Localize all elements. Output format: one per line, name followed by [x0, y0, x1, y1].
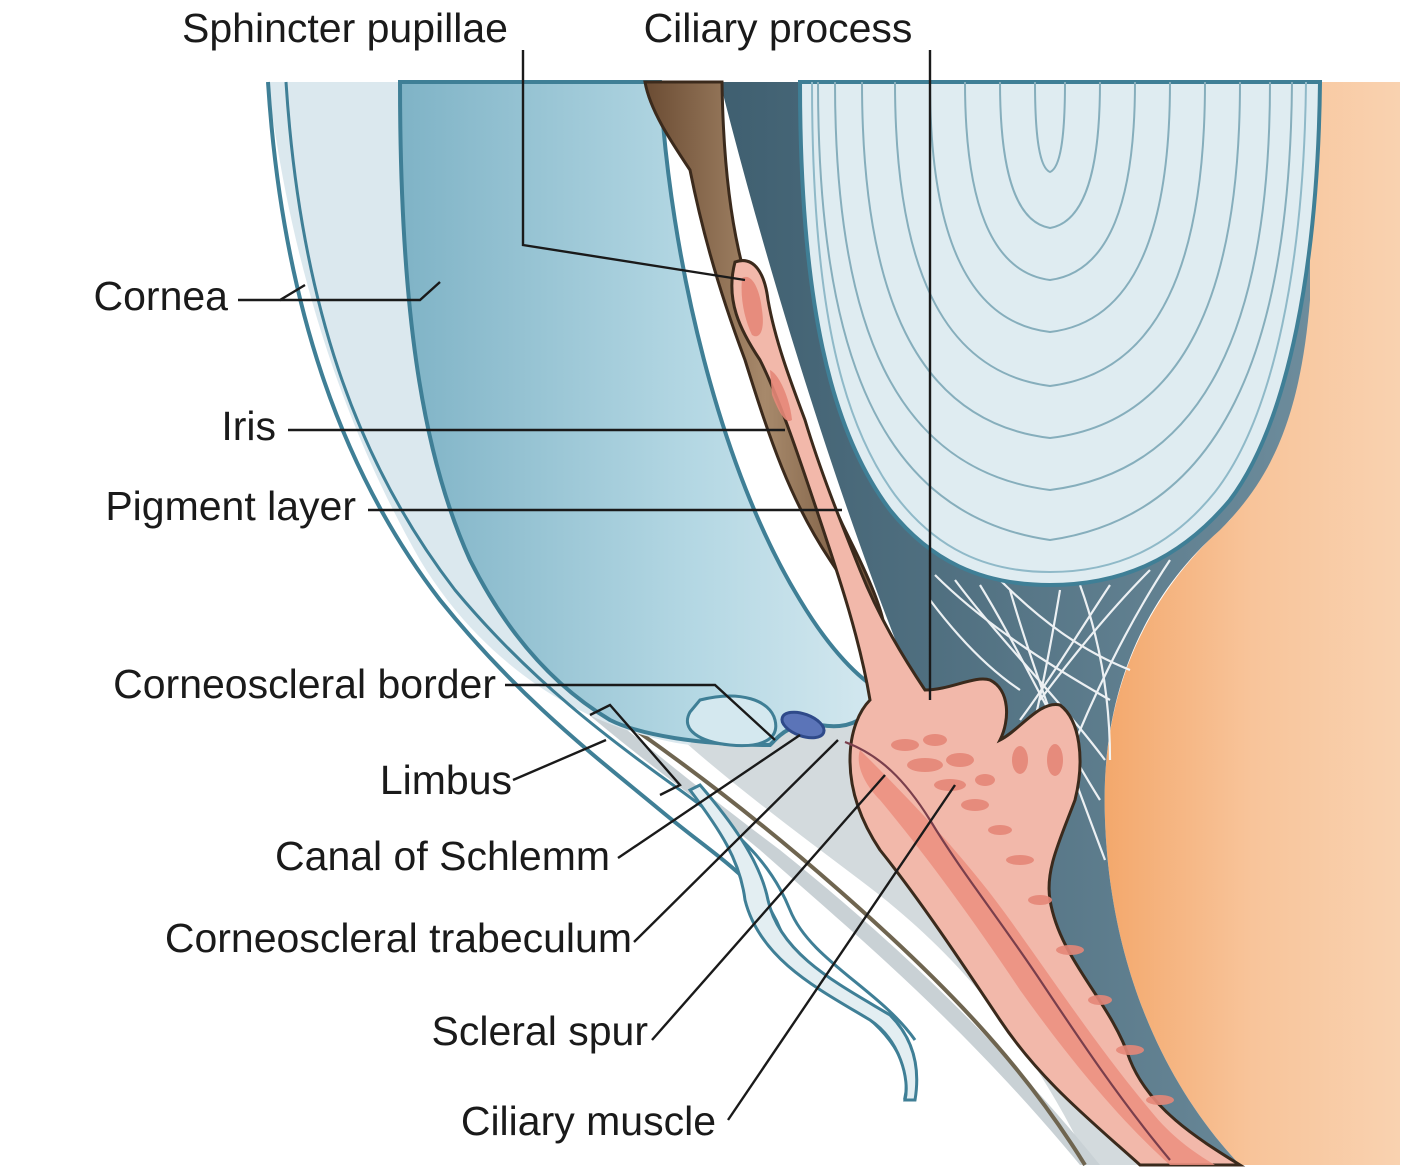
leader-cornea — [238, 285, 305, 300]
label-scleral-spur: Scleral spur — [432, 1008, 648, 1054]
label-corneoscleral-trabeculum: Corneoscleral trabeculum — [165, 915, 632, 961]
label-pigment-layer: Pigment layer — [105, 483, 356, 529]
corneoscleral-junction-lip — [687, 696, 775, 746]
label-corneoscleral-border: Corneoscleral border — [113, 661, 496, 707]
label-sphincter-pupillae: Sphincter pupillae — [182, 5, 508, 51]
label-iris: Iris — [221, 403, 276, 449]
label-ciliary-process: Ciliary process — [644, 5, 913, 51]
label-limbus: Limbus — [380, 757, 512, 803]
leader-limbus — [513, 740, 606, 780]
label-ciliary-muscle: Ciliary muscle — [461, 1098, 716, 1144]
label-cornea: Cornea — [94, 273, 229, 319]
label-canal-of-schlemm: Canal of Schlemm — [275, 833, 610, 879]
